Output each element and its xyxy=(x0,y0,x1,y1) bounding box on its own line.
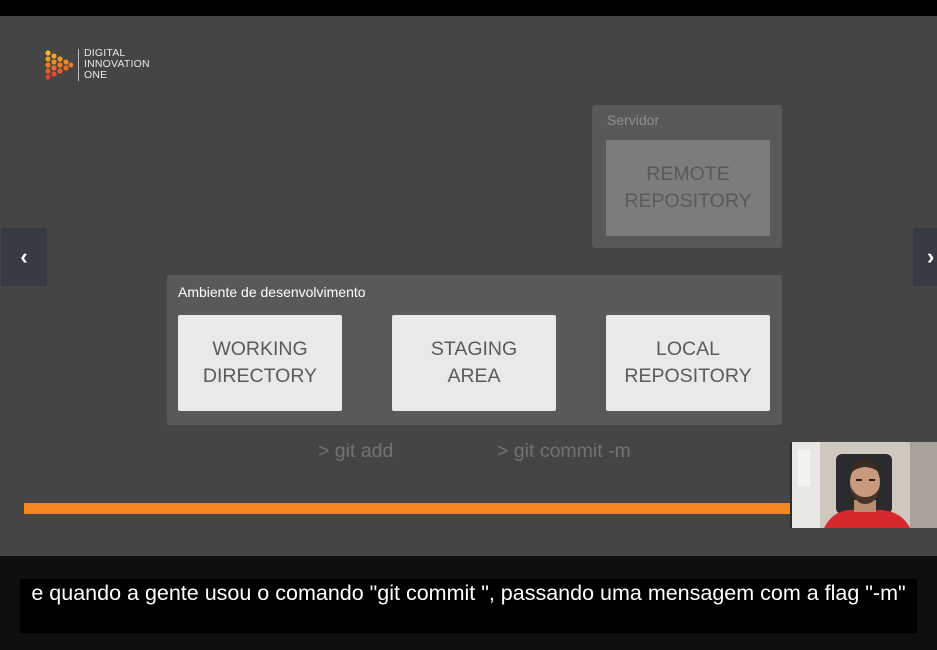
progress-bar xyxy=(24,503,794,514)
logo-text: DIGITAL INNOVATION ONE xyxy=(84,48,150,81)
logo: DIGITAL INNOVATION ONE xyxy=(44,48,150,81)
remote-line-1: REMOTE xyxy=(646,163,730,185)
local-line-1: LOCAL xyxy=(656,338,720,360)
chevron-right-icon: › xyxy=(927,244,935,269)
previous-slide-button[interactable]: ‹ xyxy=(1,228,47,286)
remote-repository-box: REMOTE REPOSITORY xyxy=(606,140,770,236)
logo-line-2: INNOVATION xyxy=(84,58,150,70)
server-panel: Servidor REMOTE REPOSITORY xyxy=(592,105,782,248)
staging-line-1: STAGING xyxy=(430,338,518,360)
working-line-1: WORKING xyxy=(212,338,308,360)
logo-line-3: ONE xyxy=(84,69,108,81)
dev-environment-label: Ambiente de desenvolvimento xyxy=(178,284,366,300)
local-repository-box: LOCAL REPOSITORY xyxy=(606,315,770,411)
subtitle-caption: e quando a gente usou o comando "git com… xyxy=(20,579,917,633)
dev-environment-panel: Ambiente de desenvolvimento WORKING DIRE… xyxy=(167,275,782,425)
local-line-2: REPOSITORY xyxy=(624,365,752,387)
presentation-slide: DIGITAL INNOVATION ONE Servidor REMOTE R… xyxy=(0,16,937,556)
remote-line-2: REPOSITORY xyxy=(624,190,752,212)
presenter-video-image xyxy=(792,442,937,528)
logo-line-1: DIGITAL xyxy=(84,47,126,59)
chevron-left-icon: ‹ xyxy=(20,244,28,269)
staging-line-2: AREA xyxy=(447,365,501,387)
git-add-command: > git add xyxy=(318,440,394,462)
top-bar xyxy=(0,0,937,16)
logo-hex-icon xyxy=(45,49,74,80)
server-label: Servidor xyxy=(607,112,660,128)
next-slide-button[interactable]: › xyxy=(913,228,937,286)
git-commit-command: > git commit -m xyxy=(497,440,631,462)
working-directory-box: WORKING DIRECTORY xyxy=(178,315,342,411)
logo-divider xyxy=(78,48,79,81)
staging-area-box: STAGING AREA xyxy=(392,315,556,411)
presenter-webcam xyxy=(790,442,937,528)
working-line-2: DIRECTORY xyxy=(202,365,318,387)
